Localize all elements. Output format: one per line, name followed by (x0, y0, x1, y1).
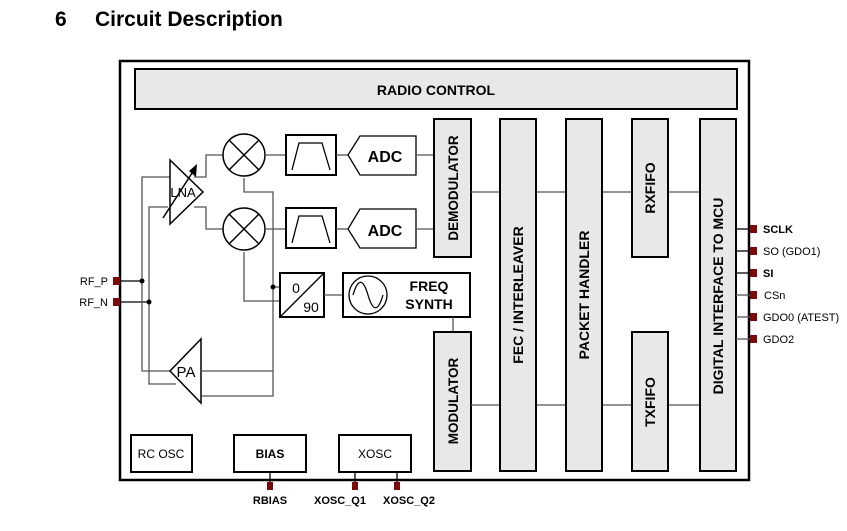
modulator-block: MODULATOR (433, 331, 472, 472)
pin-rbias: RBIAS (253, 482, 287, 507)
rf-n-junction (146, 299, 152, 305)
phase-shifter-block: 0 90 (279, 272, 325, 318)
pin-label: GDO2 (763, 334, 794, 346)
radio-control-block: RADIO CONTROL (134, 68, 738, 110)
rf-p-junction (139, 278, 145, 284)
lna-label: LNA (170, 185, 196, 200)
rc-osc-block: RC OSC (130, 434, 193, 473)
xosc-block: XOSC (338, 434, 412, 473)
oscillator-icon (348, 275, 388, 315)
adc-bottom: ADC (347, 208, 417, 249)
rxfifo-block: RXFIFO (631, 118, 669, 258)
freq-synth-label-line1: FREQ (410, 278, 449, 294)
pin-rf-n: RF_N (79, 297, 120, 309)
variable-gain-arrow-icon (162, 169, 195, 219)
section-title: Circuit Description (95, 8, 283, 31)
packet-handler-block: PACKET HANDLER (565, 118, 603, 472)
radio-control-label: RADIO CONTROL (377, 82, 496, 98)
modulator-label: MODULATOR (446, 358, 461, 445)
filter-top (285, 134, 337, 176)
adc-top-label: ADC (368, 149, 403, 166)
bandpass-filter-icon (291, 215, 331, 244)
section-number: 6 (55, 8, 67, 31)
packet-handler-label: PACKET HANDLER (576, 231, 592, 360)
lo-junction (270, 284, 276, 290)
rxfifo-label: RXFIFO (642, 162, 658, 213)
digital-interface-block: DIGITAL INTERFACE TO MCU (699, 118, 737, 472)
pin-label: XOSC_Q2 (383, 495, 435, 507)
phase-0-label: 0 (292, 280, 300, 296)
digital-interface-label: DIGITAL INTERFACE TO MCU (710, 198, 726, 395)
mixer-top (222, 133, 266, 177)
bias-label: BIAS (256, 447, 285, 461)
pin-label: RF_N (79, 297, 108, 309)
pin-label: RF_P (80, 276, 108, 288)
bottom-pin-wires (269, 472, 398, 483)
section-heading: 6 Circuit Description (55, 8, 283, 32)
txfifo-block: TXFIFO (631, 331, 669, 472)
pin-sclk: SCLK (750, 224, 793, 236)
pin-label: GDO0 (ATEST) (763, 312, 839, 324)
filter-bottom (285, 207, 337, 249)
pin-label: CSn (764, 290, 785, 302)
fec-interleaver-block: FEC / INTERLEAVER (499, 118, 537, 472)
pin-label: SI (763, 268, 773, 280)
sine-wave-icon (352, 281, 384, 309)
pin-rf-p: RF_P (80, 276, 120, 288)
txfifo-label: TXFIFO (642, 377, 658, 427)
demodulator-label: DEMODULATOR (446, 135, 461, 240)
bandpass-filter-icon (291, 142, 331, 171)
freq-synth-block: FREQ SYNTH (342, 272, 471, 318)
pin-gdo2: GDO2 (750, 334, 794, 346)
rf-wiring (120, 154, 280, 397)
pin-so-gdo1: SO (GDO1) (750, 246, 820, 258)
lna-amplifier: LNA (162, 158, 205, 226)
pin-label: XOSC_Q1 (314, 495, 366, 507)
phase-90-label: 90 (303, 299, 319, 315)
pin-xosc-q2: XOSC_Q2 (383, 482, 435, 507)
adc-top: ADC (347, 135, 417, 176)
bias-block: BIAS (233, 434, 307, 473)
digital-datapath-wiring (471, 191, 700, 406)
fec-interleaver-label: FEC / INTERLEAVER (510, 226, 526, 363)
demodulator-block: DEMODULATOR (433, 118, 472, 258)
pin-xosc-q1: XOSC_Q1 (314, 482, 366, 507)
rc-osc-label: RC OSC (138, 447, 185, 461)
pin-gdo0-atest: GDO0 (ATEST) (750, 312, 839, 324)
pa-label: PA (177, 364, 196, 381)
pin-label: RBIAS (253, 495, 287, 507)
pin-csn: CSn (750, 290, 785, 302)
pin-label: SO (GDO1) (763, 246, 820, 258)
pin-si: SI (750, 268, 773, 280)
mixer-bottom (222, 207, 266, 251)
xosc-label: XOSC (358, 447, 392, 461)
adc-bottom-label: ADC (368, 223, 403, 240)
pin-label: SCLK (763, 224, 793, 236)
right-pin-wires (736, 228, 752, 340)
freq-synth-label-line2: SYNTH (405, 296, 452, 312)
